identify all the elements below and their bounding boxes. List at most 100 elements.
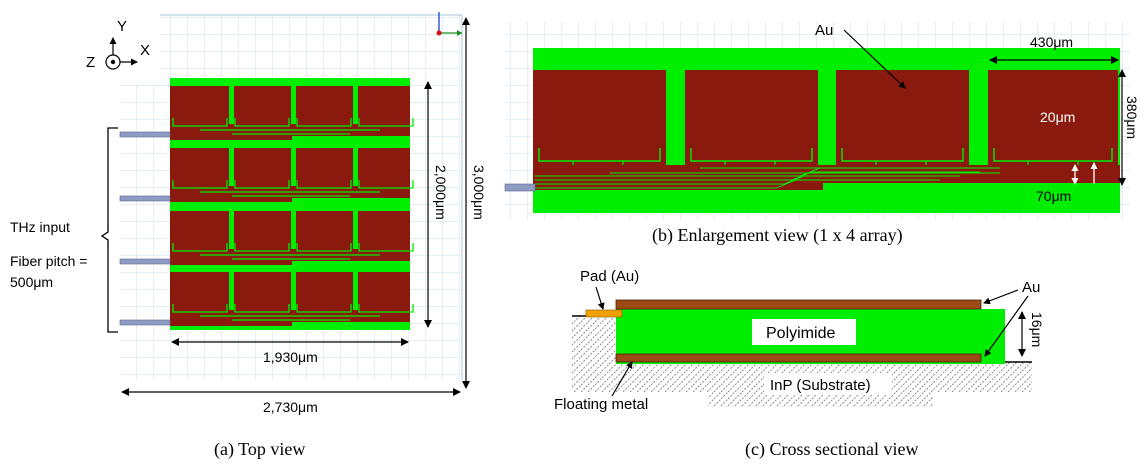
substrate-strip: [292, 261, 410, 265]
cell-gap: [353, 86, 358, 124]
fiber: [119, 131, 171, 138]
cell-gap: [229, 211, 234, 249]
feed-line: [172, 304, 228, 313]
antenna-row-metal: [170, 86, 410, 140]
fiber: [504, 183, 536, 192]
caption-c: (c) Cross sectional view: [745, 439, 918, 460]
panel-b-enlargement: Au 430μm 380μm 20μm 70μm (b) Enlargement…: [504, 22, 1140, 246]
cell-gap: [291, 86, 296, 124]
feed-line: [296, 118, 352, 127]
fiber: [119, 319, 171, 326]
inp-label: InP (Substrate): [770, 377, 871, 394]
feed-line: [358, 243, 414, 252]
pad-pointer: [595, 286, 605, 310]
dimension-430-label: 430μm: [1030, 34, 1073, 50]
cell-gap: [229, 86, 234, 124]
fiber-pitch-label: Fiber pitch =: [10, 253, 87, 269]
substrate-strip: [292, 198, 410, 202]
corner-axes-icon: [436, 12, 462, 36]
dimension-1930-label: 1,930μm: [263, 349, 318, 365]
array-row: [170, 211, 414, 265]
dimension-3000-label: 3,000μm: [471, 165, 487, 220]
array-row: [170, 86, 414, 140]
antenna-row-metal: [170, 211, 410, 265]
axis-z-label: Z: [86, 54, 95, 71]
polyimide-label-box: [752, 319, 856, 345]
axis-y-label: Y: [117, 18, 127, 35]
floating-metal-pointer: [611, 361, 633, 397]
array-row: [170, 148, 414, 202]
feed-line: [358, 180, 414, 189]
au-pointer: [843, 29, 906, 89]
feed-line: [538, 148, 661, 162]
caption-b: (b) Enlargement view (1 x 4 array): [652, 225, 903, 246]
panel-a-top-view: Y Z X THz input Fiber pitch = 500μm 2,0: [10, 12, 487, 460]
fiber-inputs: [119, 131, 171, 326]
feed-line: [296, 180, 352, 189]
dimension-20-label: 20μm: [1040, 109, 1075, 125]
thz-input-label: THz input: [10, 219, 70, 235]
feed-line: [172, 118, 228, 127]
grid-background: [160, 15, 462, 90]
fiber-bracket: [100, 127, 118, 333]
panel-c-cross-section: Pad (Au) Au Polyimide 16μm InP (Substrat…: [554, 268, 1045, 460]
feed-line: [841, 148, 964, 162]
pad-au: [585, 309, 623, 318]
antenna-patch: [988, 70, 1118, 150]
feed-line: [234, 118, 290, 127]
combiner-line: [535, 179, 940, 189]
cell-gap: [353, 148, 358, 186]
inp-label-box: [764, 373, 892, 395]
au-pointer-bottom: [984, 295, 1029, 357]
au-label-c: Au: [1022, 279, 1040, 296]
antenna-base: [988, 150, 1118, 165]
feed-line: [296, 304, 352, 313]
antenna-row-metal: [170, 148, 410, 202]
fiber-pitch-value: 500μm: [10, 274, 53, 290]
antenna-base: [533, 150, 666, 165]
substrate-strip: [292, 322, 410, 326]
inp-substrate: [572, 316, 1032, 407]
cell-gap: [353, 272, 358, 310]
au-label: Au: [815, 22, 833, 39]
combiner-line: [535, 171, 980, 181]
axis-x-label: X: [140, 42, 150, 59]
au-pointer-top: [983, 289, 1019, 305]
fiber: [119, 258, 171, 265]
cell-gap: [353, 211, 358, 249]
coordinate-axes: Y Z X: [86, 18, 150, 71]
feed-line: [172, 180, 228, 189]
antenna-base: [685, 150, 818, 165]
floating-metal-label: Floating metal: [554, 396, 648, 413]
antenna-patch: [685, 70, 818, 150]
dimension-380-label: 380μm: [1124, 96, 1140, 139]
fiber: [119, 195, 171, 202]
feed-line: [172, 243, 228, 252]
bottom-au-layer: [615, 353, 982, 363]
cell-gap: [291, 272, 296, 310]
cell-gap: [229, 272, 234, 310]
dimension-2000-label: 2,000μm: [433, 165, 449, 220]
cell-gap: [291, 211, 296, 249]
feed-line: [234, 304, 290, 313]
antenna-patch: [533, 70, 666, 150]
feed-line: [358, 118, 414, 127]
feed-line: [296, 243, 352, 252]
dimension-2730-label: 2,730μm: [263, 399, 318, 415]
antenna-patch: [836, 70, 969, 150]
dimension-70-label: 70μm: [1036, 188, 1071, 204]
top-au-layer: [615, 299, 982, 310]
cell-gap: [291, 148, 296, 186]
feed-line: [690, 148, 813, 162]
pad-label: Pad (Au): [580, 268, 639, 285]
antenna-base: [836, 150, 969, 165]
antenna-row-metal: [170, 272, 410, 326]
cell-gap: [229, 148, 234, 186]
array-row: [170, 272, 414, 326]
caption-a: (a) Top view: [214, 439, 305, 460]
combiner-line: [535, 175, 960, 185]
substrate-strip: [292, 136, 410, 140]
feed-line: [234, 243, 290, 252]
feed-line: [234, 180, 290, 189]
